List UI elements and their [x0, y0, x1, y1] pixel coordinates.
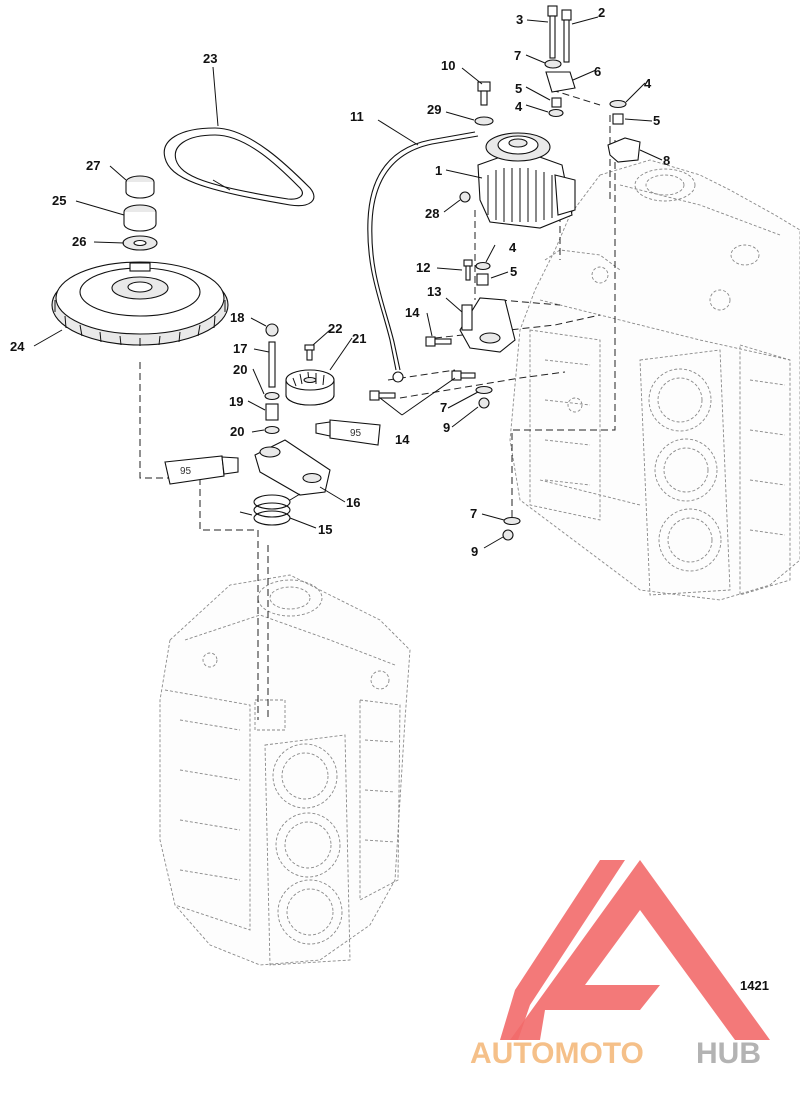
nut-28 [459, 191, 471, 203]
spacer-5-right [612, 113, 624, 125]
alternator-1 [477, 132, 576, 229]
alternator-bracket-13 [459, 297, 516, 353]
long-bolt-3 [547, 5, 558, 59]
bolt-14-lower [369, 390, 396, 401]
sealant-label-upper: 95 [350, 428, 362, 439]
washer-29 [474, 116, 494, 126]
sealant-label-lower: 95 [180, 466, 192, 477]
spacer-5-top [551, 97, 562, 108]
callout-5: 5 [653, 113, 660, 128]
washer-7-top [544, 59, 562, 69]
callout-4: 4 [644, 76, 652, 91]
callout-7: 7 [440, 400, 447, 415]
washer-20-lower [264, 425, 280, 435]
callout-14: 14 [405, 305, 420, 320]
callout-1: 1 [435, 163, 442, 178]
bushing-27 [125, 175, 155, 199]
callout-4: 4 [509, 240, 517, 255]
callout-8: 8 [663, 153, 670, 168]
bolt-14-upper [425, 336, 452, 347]
callout-5: 5 [515, 81, 522, 96]
callout-25: 25 [52, 193, 66, 208]
nut-18 [265, 323, 279, 337]
washer-20-upper [264, 391, 280, 401]
callout-26: 26 [72, 234, 86, 249]
callout-22: 22 [328, 321, 342, 336]
idler-pulley-21 [285, 369, 335, 406]
callout-29: 29 [427, 102, 441, 117]
watermark-automoto: AUTOMOTO [470, 1037, 644, 1070]
engine-block-lower-left [159, 574, 411, 966]
washer-7-lower [503, 516, 521, 526]
bracket-6 [545, 71, 576, 93]
callout-21: 21 [352, 331, 366, 346]
callout-27: 27 [86, 158, 100, 173]
stud-17 [268, 341, 276, 388]
figure-number: 1421 [740, 978, 769, 993]
callout-18: 18 [230, 310, 244, 325]
callout-15: 15 [318, 522, 332, 537]
watermark-hub: HUB [696, 1037, 761, 1070]
bolt-10 [477, 81, 491, 106]
screw-12 [463, 259, 473, 281]
callout-20: 20 [233, 362, 247, 377]
flywheel-24 [51, 261, 229, 346]
sealant-tube-upper: 95 [315, 419, 381, 446]
long-bolt-2 [561, 9, 572, 63]
callout-17: 17 [233, 341, 247, 356]
washer-4-center [475, 261, 491, 271]
bracket-8 [607, 137, 641, 163]
spacer-19 [265, 403, 279, 421]
screw-22 [304, 344, 315, 361]
callout-23: 23 [203, 51, 217, 66]
torsion-spring-15 [239, 493, 301, 526]
callout-19: 19 [229, 394, 243, 409]
callout-3: 3 [516, 12, 523, 27]
callout-24: 24 [10, 339, 25, 354]
callout-labels: 3 2 7 6 10 5 4 4 5 29 11 8 1 28 23 27 25… [10, 5, 670, 559]
watermark-logo [500, 860, 770, 1040]
flywheel-nut-25 [123, 204, 157, 232]
spacer-5-center [476, 273, 489, 286]
callout-9: 9 [471, 544, 478, 559]
leader-lines [33, 16, 663, 549]
washer-26 [122, 235, 158, 251]
drive-belt-23 [163, 127, 315, 207]
callout-7: 7 [514, 48, 521, 63]
callout-9: 9 [443, 420, 450, 435]
washer-4-top [548, 108, 564, 118]
callout-7: 7 [470, 506, 477, 521]
callout-12: 12 [416, 260, 430, 275]
callout-4: 4 [515, 99, 523, 114]
nut-9-center [478, 397, 490, 409]
callout-28: 28 [425, 206, 439, 221]
nut-9-lower [502, 529, 514, 541]
watermark-text: AUTOMOTO HUB [470, 1037, 761, 1070]
bolt-14-mid [451, 370, 476, 381]
callout-10: 10 [441, 58, 455, 73]
callout-13: 13 [427, 284, 441, 299]
callout-16: 16 [346, 495, 360, 510]
callout-6: 6 [594, 64, 601, 79]
callout-14: 14 [395, 432, 410, 447]
washer-4-right [609, 99, 627, 109]
callout-20: 20 [230, 424, 244, 439]
callout-11: 11 [350, 109, 364, 124]
engine-block-upper-right [509, 159, 800, 601]
tensioner-arm-16 [254, 439, 331, 496]
washer-7-center [475, 385, 493, 395]
ground-cable-11 [367, 131, 479, 383]
sealant-tube-lower: 95 [164, 455, 239, 485]
callout-2: 2 [598, 5, 605, 20]
callout-5: 5 [510, 264, 517, 279]
